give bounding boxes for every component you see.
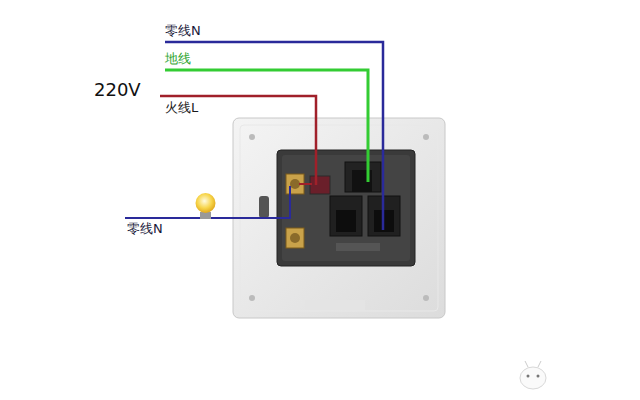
terminal-screw xyxy=(290,179,300,189)
socket-terminal xyxy=(345,162,381,192)
socket-body xyxy=(277,150,415,266)
light-bulb xyxy=(196,193,216,219)
screw-hole xyxy=(423,295,429,301)
terminal-slot xyxy=(336,210,356,232)
wire-label: 火线L xyxy=(165,101,198,115)
neutral-wire xyxy=(165,42,383,230)
voltage-label: 220V xyxy=(94,80,141,100)
earth-wire xyxy=(165,70,368,182)
wire-label: 零线N xyxy=(127,222,163,236)
live-wire xyxy=(160,96,316,185)
switch-terminal xyxy=(286,228,304,248)
wire-label: 地线 xyxy=(165,52,191,66)
watermark-icon xyxy=(520,361,546,389)
socket-terminal xyxy=(310,176,330,194)
socket-terminal xyxy=(330,196,362,236)
live-jumper xyxy=(299,183,312,185)
screw-hole xyxy=(423,134,429,140)
screw-hole xyxy=(249,134,255,140)
socket-back xyxy=(282,155,410,261)
terminal-screw xyxy=(290,233,300,243)
maker-mark xyxy=(336,243,380,251)
lamp-wire xyxy=(125,186,290,218)
screw-hole xyxy=(249,295,255,301)
wire-label: 零线N xyxy=(165,24,201,38)
switch-clip xyxy=(259,196,269,218)
plate-tab xyxy=(305,300,365,310)
